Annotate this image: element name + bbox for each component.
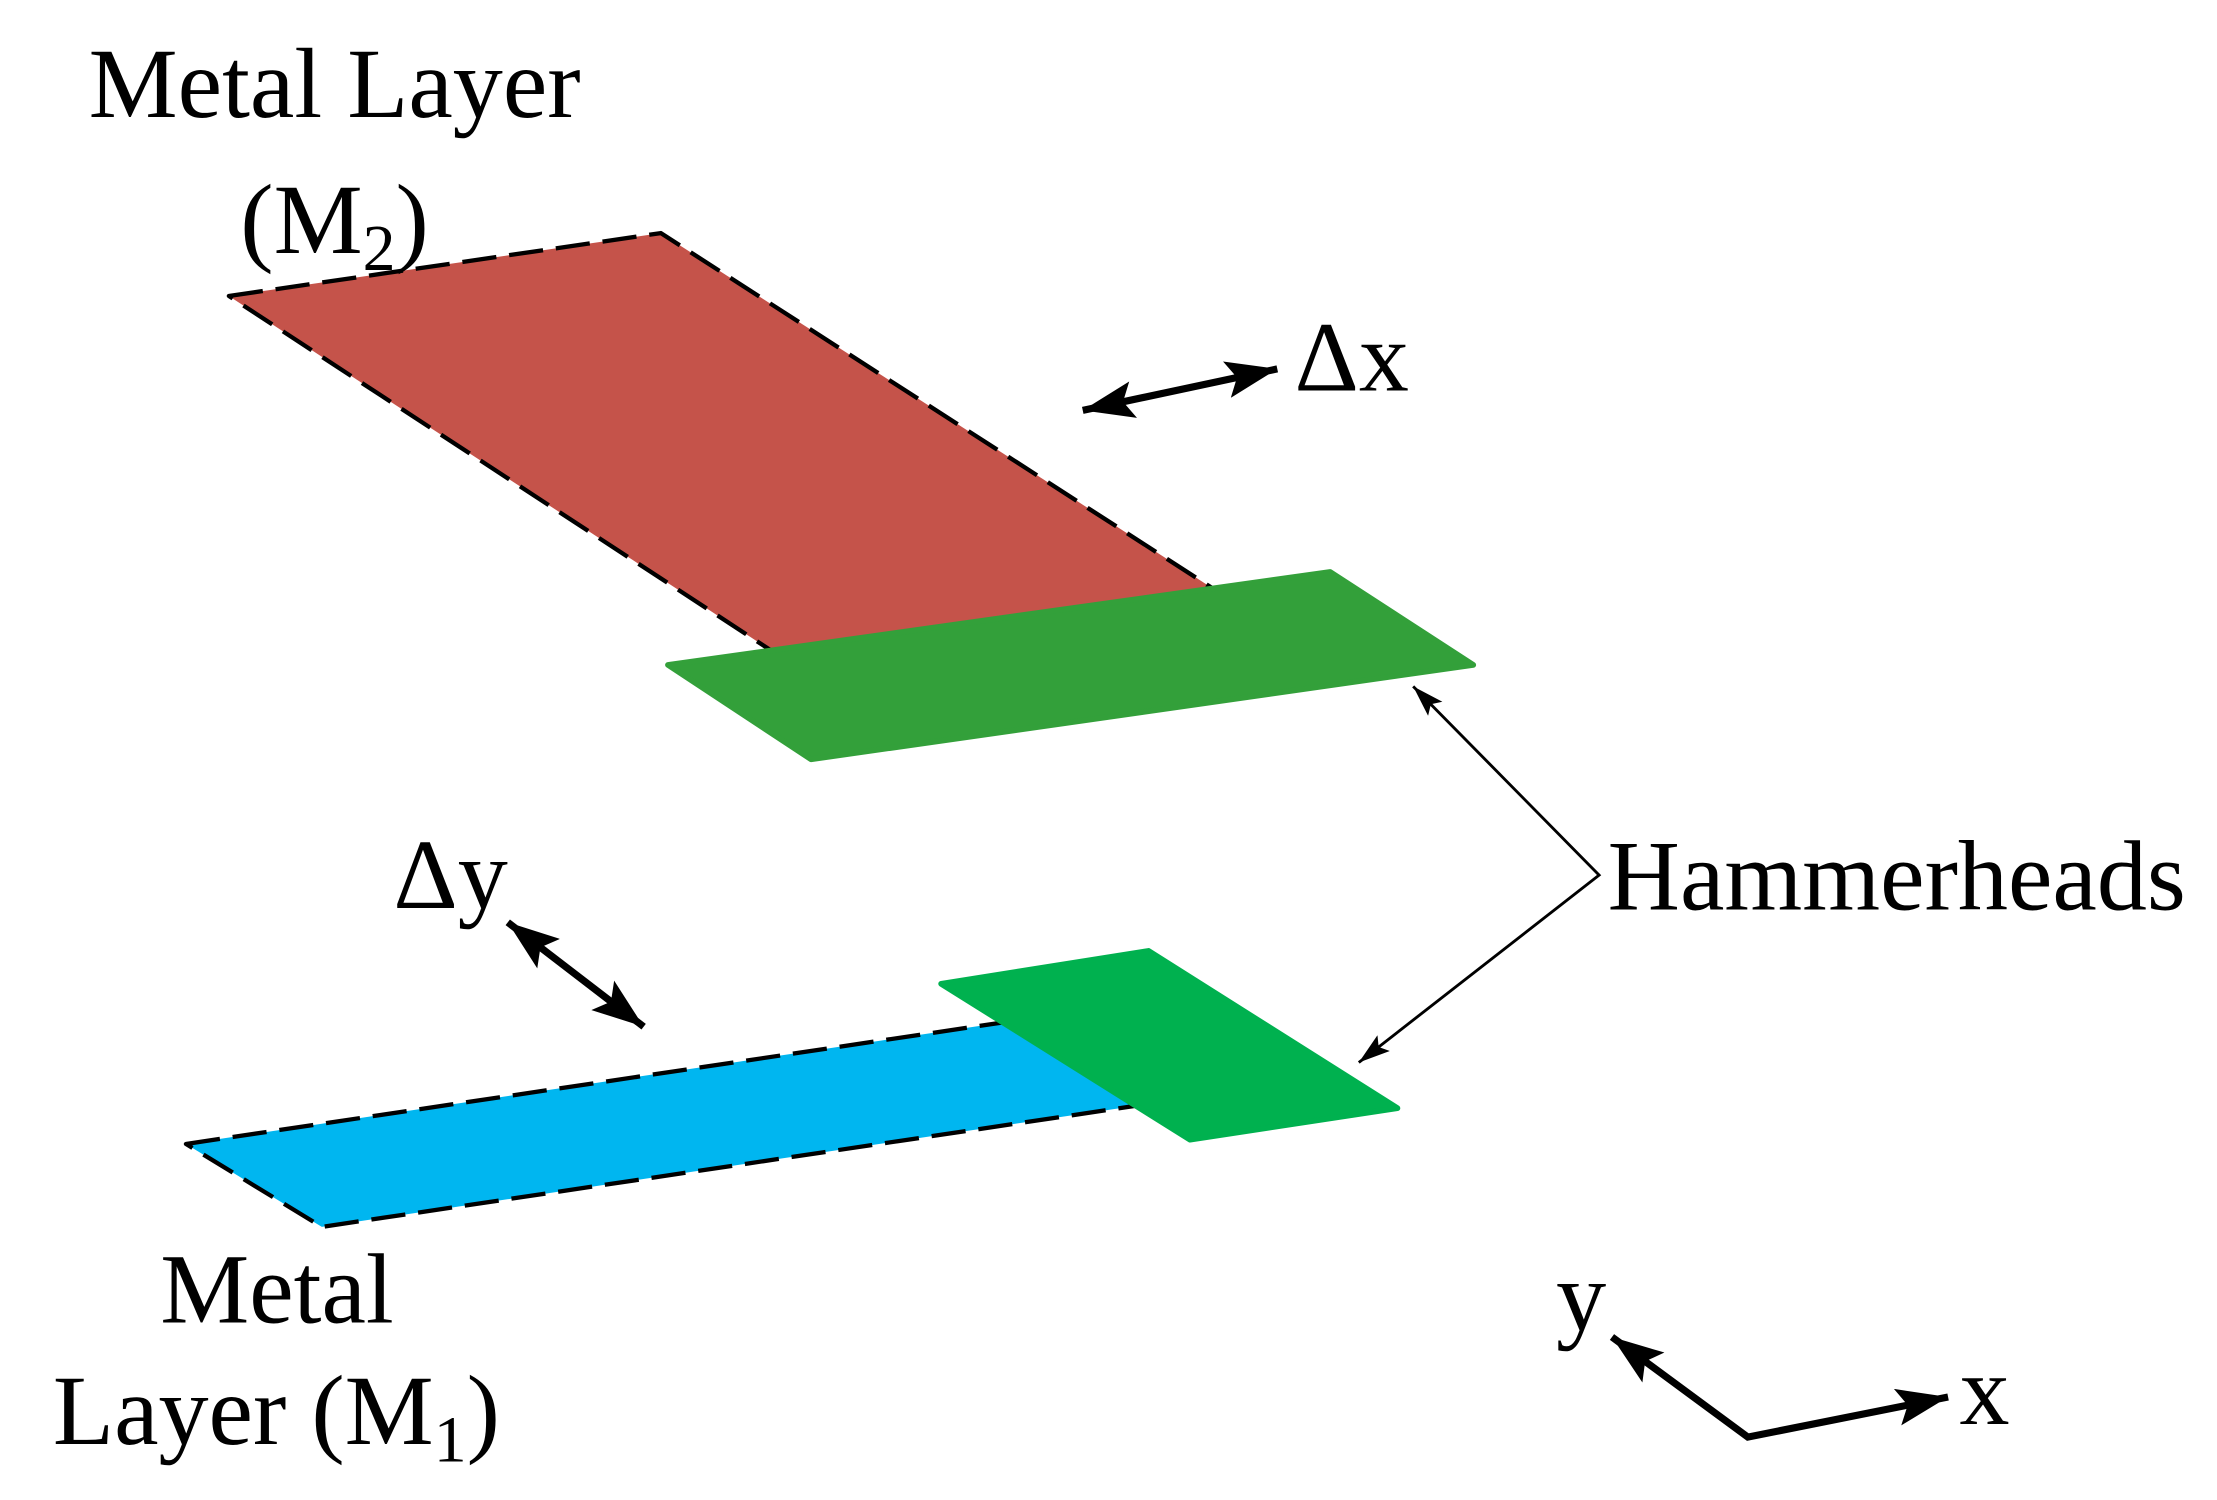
hammerheads-label: Hammerheads bbox=[1608, 820, 2186, 931]
m2-open: (M bbox=[240, 164, 362, 275]
metal-layer-m1-label-line2: Layer (M1) bbox=[53, 1355, 500, 1476]
metal-layer-m1-label-line1: Metal bbox=[160, 1234, 394, 1345]
hammerheads-leader-lines bbox=[1357, 685, 1602, 1064]
metal-layer-m1 bbox=[183, 1018, 1151, 1230]
x-axis-label: x bbox=[1960, 1335, 2010, 1446]
m2-subscript: 2 bbox=[363, 212, 396, 285]
m1-subscript: 1 bbox=[434, 1403, 467, 1476]
y-axis-label: y bbox=[1556, 1241, 1606, 1352]
metal-layer-m2 bbox=[226, 230, 1230, 666]
m1-open: Layer (M bbox=[53, 1355, 434, 1466]
delta-y-label: Δy bbox=[393, 819, 507, 930]
hammerhead-bottom-edge bbox=[938, 948, 1401, 1143]
hammerhead-bottom bbox=[941, 950, 1398, 1140]
delta-y-double-arrow bbox=[505, 919, 646, 1030]
metal-layer-m2-label-line2: (M2) bbox=[240, 164, 429, 285]
m2-close: ) bbox=[396, 164, 429, 275]
m1-close: ) bbox=[467, 1355, 500, 1466]
xy-axis-arrows bbox=[1609, 1334, 1949, 1441]
hammerhead-top bbox=[667, 571, 1474, 760]
delta-x-double-arrow bbox=[1082, 361, 1279, 418]
delta-x-label: Δx bbox=[1294, 301, 1408, 412]
metal-layer-m2-label-line1: Metal Layer bbox=[89, 28, 581, 139]
hammerhead-top-edge bbox=[665, 569, 1477, 763]
